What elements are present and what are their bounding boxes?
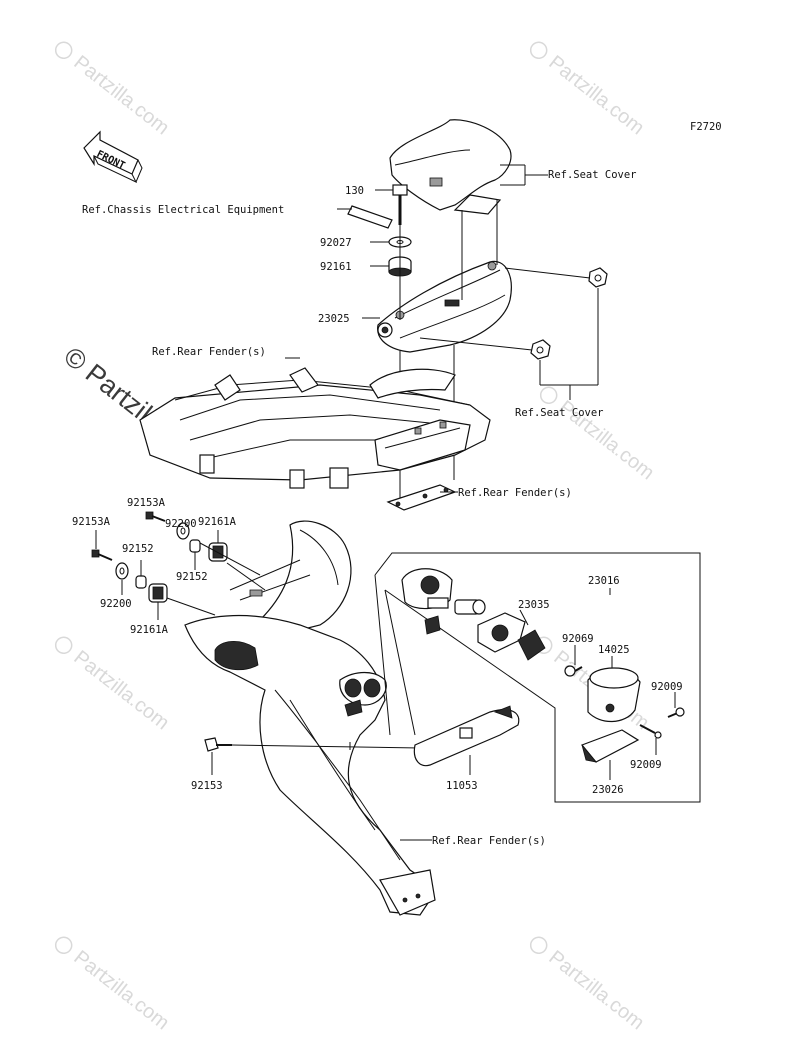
watermark-bottom-left: Partzilla.com (54, 936, 174, 1034)
watermark-top-left: Partzilla.com (54, 41, 174, 139)
chassis-strap (347, 205, 393, 229)
label-23025: 23025 (318, 313, 350, 325)
label-92153a-left: 92153A (72, 516, 111, 528)
svg-text:Partzilla.com: Partzilla.com (545, 946, 649, 1034)
label-92009-bottom: 92009 (630, 759, 662, 771)
screw-92009-top (667, 707, 685, 718)
screw-92009-bottom (639, 724, 662, 739)
label-ref-rear-fender-top: Ref.Rear Fender(s) (152, 346, 266, 358)
reflector-23026 (581, 729, 640, 763)
washer-92200-bottom (115, 562, 129, 580)
svg-text:Partzilla.com: Partzilla.com (70, 51, 174, 139)
label-92161: 92161 (320, 261, 352, 273)
label-ref-rear-fender-mid: Ref.Rear Fender(s) (458, 487, 572, 499)
screw-92153 (204, 737, 232, 752)
bolt-130 (392, 184, 408, 225)
label-92200-bottom: 92200 (100, 598, 132, 610)
watermark-lower-left: Partzilla.com (54, 636, 174, 734)
bracket-23025 (377, 260, 512, 353)
label-ref-rear-fender-bottom: Ref.Rear Fender(s) (432, 835, 546, 847)
fender-clip (369, 368, 456, 399)
figure-code: F2720 (690, 121, 722, 133)
label-92069: 92069 (562, 633, 594, 645)
grommet-92161a-top (208, 542, 228, 562)
screw-92069 (564, 665, 583, 677)
label-23026: 23026 (592, 784, 624, 796)
label-92200-top: 92200 (165, 518, 197, 530)
collar-92152-mid (189, 539, 201, 553)
svg-text:Partzilla.com: Partzilla.com (545, 51, 649, 139)
seat-cover-piece (389, 119, 512, 215)
watermark-bottom-right: Partzilla.com (529, 936, 649, 1034)
label-92153: 92153 (191, 780, 223, 792)
label-92009-top: 92009 (651, 681, 683, 693)
front-arrow-icon: FRONT (83, 130, 143, 184)
socket-housing (401, 568, 453, 635)
label-ref-chassis: Ref.Chassis Electrical Equipment (82, 204, 284, 216)
label-23016: 23016 (588, 575, 620, 587)
label-92152-left: 92152 (122, 543, 154, 555)
watermark-top-right: Partzilla.com (529, 41, 649, 139)
socket-23035 (477, 612, 546, 661)
screw-92153a-top (145, 511, 166, 522)
collar-92152-left (135, 575, 147, 589)
label-ref-seat-cover-mid: Ref.Seat Cover (515, 407, 604, 419)
tail-light-assembly-box (374, 552, 701, 803)
label-92152-mid: 92152 (176, 571, 208, 583)
nut-lower (530, 339, 551, 360)
nut-upper (588, 267, 608, 288)
label-92027: 92027 (320, 237, 352, 249)
tail-frame (184, 520, 436, 916)
grommet-92161a-bottom (148, 583, 168, 603)
label-92161a-bottom: 92161A (130, 624, 169, 636)
screw-92153a-left (91, 549, 113, 561)
license-bracket-11053 (413, 705, 520, 767)
tail-lens-14025 (587, 667, 641, 723)
label-14025: 14025 (598, 644, 630, 656)
label-92161a-top: 92161A (198, 516, 237, 528)
watermark-mid-right: Partzilla.com (539, 386, 658, 484)
svg-text:Partzilla.com: Partzilla.com (70, 946, 174, 1034)
label-ref-seat-cover-top: Ref.Seat Cover (548, 169, 637, 181)
label-130: 130 (345, 185, 364, 197)
svg-text:Partzilla.com: Partzilla.com (70, 646, 174, 734)
label-11053: 11053 (446, 780, 478, 792)
bulb (454, 599, 486, 615)
label-92153a-top: 92153A (127, 497, 166, 509)
fender-plate (386, 484, 457, 511)
washer-92200-top (176, 522, 190, 540)
label-23035: 23035 (518, 599, 550, 611)
rear-fender-tray (139, 367, 491, 489)
